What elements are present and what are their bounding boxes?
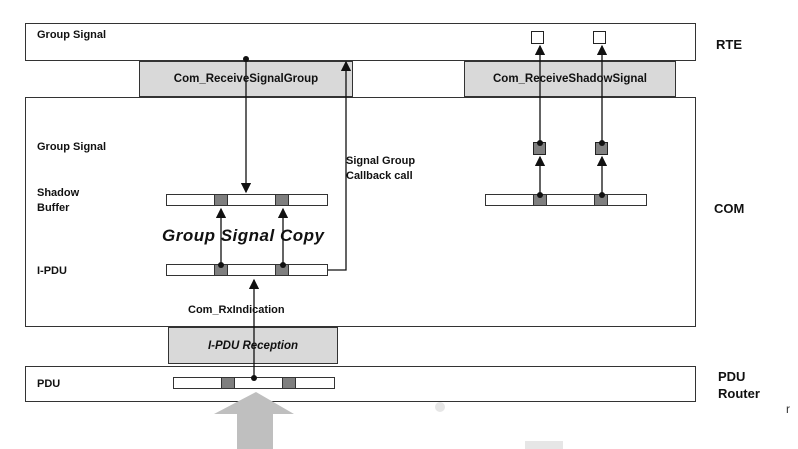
shadow-buffer-bar	[166, 193, 328, 206]
shadow-buffer-label: Shadow Buffer	[37, 187, 80, 214]
com-rxindication-label: Com_RxIndication	[188, 304, 285, 316]
ipdu-reception-box: I-PDU Reception	[168, 327, 338, 364]
pdu-label: PDU	[37, 378, 61, 390]
pdu-router-layer-label: PDU Router	[718, 369, 760, 401]
shadow-signal-bar	[485, 193, 647, 206]
pdu-router-layer-box	[25, 366, 696, 402]
ipdu-label: I-PDU	[37, 265, 67, 277]
pdu-buffer-segment-2	[282, 376, 296, 389]
shadow-buffer-segment-2	[275, 193, 289, 206]
rte-shadow-signal-slot-2	[593, 31, 606, 44]
rte-layer-label: RTE	[716, 37, 742, 52]
shadow-buffer-segment-1	[214, 193, 228, 206]
incoming-frame-arrow	[214, 392, 294, 449]
watermark-edge-text: r	[786, 402, 790, 416]
com-group-signal-label: Group Signal	[37, 141, 107, 153]
com-layer-label: COM	[714, 201, 745, 216]
com-layer-box	[25, 97, 696, 327]
rte-shadow-signal-slot-1	[531, 31, 544, 44]
com-receive-shadow-signal-api: Com_ReceiveShadowSignal	[464, 61, 676, 97]
ipdu-buffer-bar	[166, 263, 328, 276]
rte-group-signal-label: Group Signal	[37, 29, 107, 41]
pdu-buffer-segment-1	[221, 376, 235, 389]
rte-layer-box	[25, 23, 696, 61]
signal-group-callback-label: Signal Group Callback call	[346, 155, 416, 182]
